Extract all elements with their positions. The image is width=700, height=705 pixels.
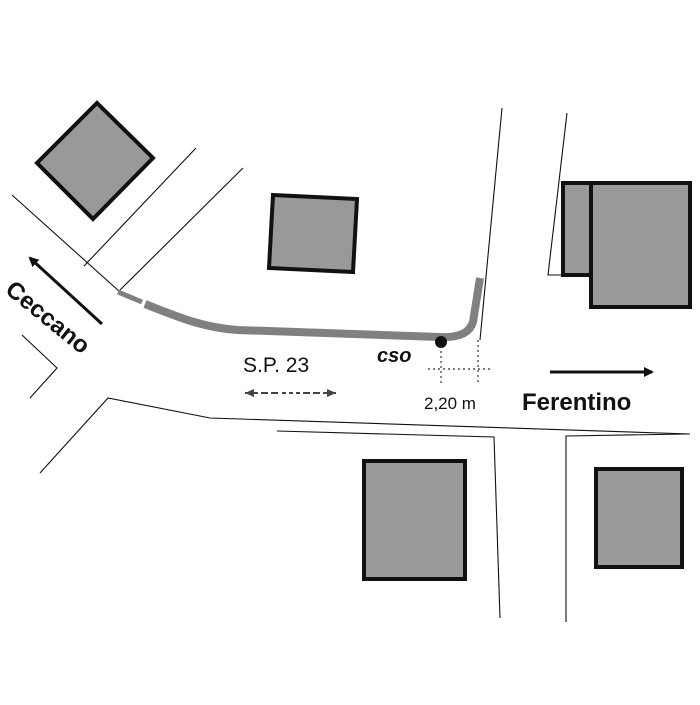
building (34, 100, 156, 222)
label-discharge-point: cso (377, 345, 411, 367)
road-edge-nw-outer (11, 194, 121, 293)
building (266, 192, 360, 275)
pipe-route (117, 277, 484, 348)
road-edge-south-west (39, 397, 691, 474)
buildings (34, 100, 692, 581)
label-distance: 2,20 m (424, 394, 476, 413)
arrow-to-ceccano (28, 256, 104, 326)
road-edge-south (276, 430, 501, 619)
discharge-point-marker (435, 336, 447, 348)
pipe-line (143, 277, 484, 342)
side-street-north-east (547, 112, 568, 276)
road-edge-nw-inner (83, 147, 197, 267)
distance-guides (428, 340, 492, 384)
building (589, 181, 692, 309)
road-edge-south-right (565, 433, 689, 622)
pipe-line-end (117, 289, 143, 305)
label-road-name: S.P. 23 (243, 354, 309, 377)
side-street-north-left (119, 167, 244, 291)
label-ferentino: Ferentino (522, 389, 631, 416)
label-ceccano: Ceccano (0, 276, 95, 360)
building (362, 459, 467, 581)
building (594, 467, 684, 569)
side-street-north (479, 107, 503, 341)
road-direction-symbol (245, 389, 336, 397)
road-edge-west-lower (21, 334, 58, 399)
road-lines (11, 107, 691, 622)
